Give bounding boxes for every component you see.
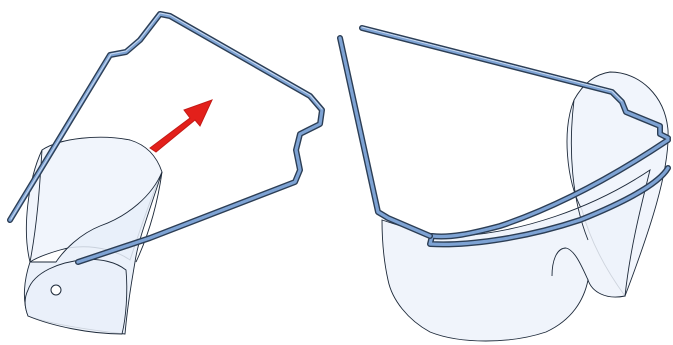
- right-frame-arm-fill: [340, 38, 430, 236]
- insert-direction-arrow-icon: [150, 100, 212, 152]
- right-frame-arm: [340, 38, 430, 236]
- right-shield-front: [382, 170, 650, 341]
- left-panel: [10, 13, 322, 334]
- left-shield-hole: [51, 285, 61, 295]
- right-panel: [340, 27, 668, 341]
